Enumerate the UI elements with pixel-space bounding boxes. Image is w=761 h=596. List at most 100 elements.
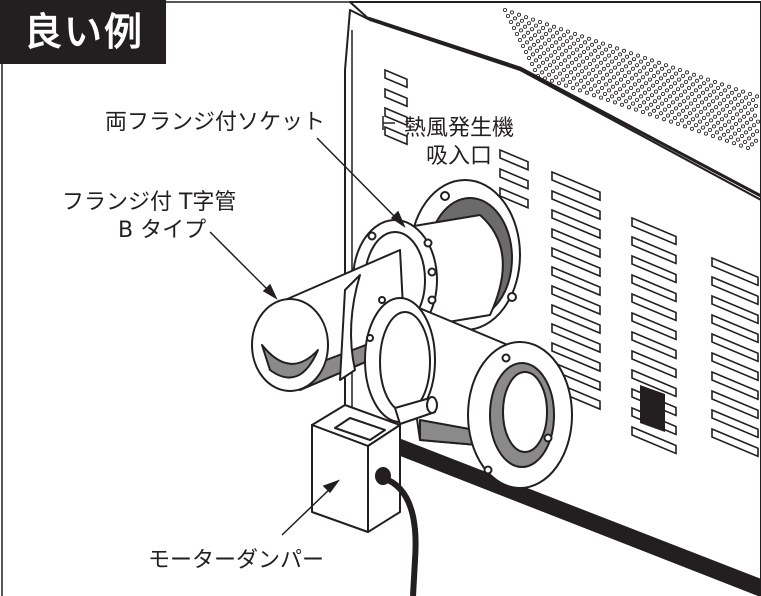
vent-dot: [590, 77, 595, 82]
louvre-slat: [384, 125, 408, 146]
vent-dot: [667, 69, 672, 74]
louvre-slat: [711, 351, 759, 382]
vent-dot: [572, 41, 577, 46]
vent-dot: [702, 81, 707, 86]
vent-dot: [688, 76, 693, 81]
vent-dot: [536, 74, 541, 79]
vent-dot: [641, 110, 646, 115]
vent-dot: [667, 104, 672, 109]
vent-dot: [561, 77, 566, 82]
vent-dot: [564, 48, 569, 53]
vent-dot: [656, 70, 661, 75]
vent-dot: [568, 45, 573, 50]
vent-dot: [508, 19, 513, 24]
vent-dot: [726, 94, 731, 99]
vent-dot: [520, 18, 525, 23]
vent-dot: [726, 129, 731, 134]
vent-dot: [730, 90, 735, 95]
vent-dot: [530, 27, 535, 32]
vent-dot: [584, 65, 589, 70]
vent-dot: [715, 130, 720, 135]
vent-dot: [668, 94, 673, 99]
vent-dot: [613, 100, 618, 105]
vent-dot: [750, 142, 755, 147]
vent-dot: [558, 36, 563, 41]
vent-dot: [646, 96, 651, 101]
vent-dot: [585, 90, 590, 95]
vent-dot: [545, 57, 550, 62]
vent-dot: [676, 87, 681, 92]
vent-dot: [608, 44, 613, 49]
vent-dot: [747, 136, 752, 141]
vent-dot: [683, 89, 688, 94]
vent-dot: [748, 126, 753, 131]
vent-dot: [649, 68, 654, 73]
vent-dot: [663, 72, 668, 77]
inlet-label-line1: 熱風発生機: [404, 116, 515, 141]
vent-dot: [635, 63, 640, 68]
vent-dot: [754, 138, 759, 143]
vent-dot: [629, 86, 634, 91]
vent-dot: [665, 88, 670, 93]
vent-dot: [554, 40, 559, 45]
vent-dot: [658, 86, 663, 91]
vent-dot: [734, 122, 739, 127]
vent-dot: [634, 107, 639, 112]
vent-dot: [550, 44, 555, 49]
vent-dot: [639, 94, 644, 99]
louvre-slat: [631, 254, 677, 284]
vent-dot: [675, 96, 680, 101]
vent-dot: [716, 120, 721, 125]
vent-dot: [723, 88, 728, 93]
louvre-slat: [711, 256, 759, 287]
vent-dot: [653, 64, 658, 69]
vent-dot: [601, 76, 606, 81]
vent-dot: [743, 139, 748, 144]
vent-dot: [544, 32, 549, 37]
vent-dot: [709, 83, 714, 88]
vent-dot: [628, 95, 633, 100]
vent-dot: [678, 68, 683, 73]
vent-dot: [586, 81, 591, 86]
vent-dot: [688, 111, 693, 116]
vent-dot: [755, 129, 760, 134]
vent-dot: [575, 82, 580, 87]
louvre-slat: [384, 87, 408, 108]
vent-dot: [566, 64, 571, 69]
vent-dot: [576, 38, 581, 43]
vent-dot: [573, 32, 578, 37]
vent-dot: [666, 113, 671, 118]
vent-dot: [565, 39, 570, 44]
vent-dot: [575, 47, 580, 52]
vent-dot: [656, 105, 661, 110]
vent-dot: [562, 33, 567, 38]
vent-dot: [732, 106, 737, 111]
vent-dot: [600, 86, 605, 91]
vent-dot: [579, 44, 584, 49]
vent-dot: [648, 112, 653, 117]
vent-dot: [685, 70, 690, 75]
vent-dot: [699, 110, 704, 115]
vent-dot: [573, 66, 578, 71]
vent-dot: [747, 101, 752, 106]
indicator-window: [640, 385, 665, 432]
vent-dot: [582, 50, 587, 55]
louvre-slat: [631, 368, 677, 398]
vent-dot: [598, 70, 603, 75]
vent-dot: [565, 74, 570, 79]
vent-dot: [694, 88, 699, 93]
louvre-slat: [711, 294, 759, 325]
vent-dot: [533, 33, 538, 38]
vent-dot: [659, 76, 664, 81]
vent-dot: [528, 46, 533, 51]
vent-dot: [744, 95, 749, 100]
vent-dot: [604, 82, 609, 87]
louvre-vents: [384, 68, 759, 458]
vent-dot: [558, 71, 563, 76]
vent-dot: [590, 42, 595, 47]
louvre-slat: [711, 427, 759, 458]
vent-dot: [671, 100, 676, 105]
vent-dot: [672, 90, 677, 95]
vent-dot: [516, 22, 521, 27]
